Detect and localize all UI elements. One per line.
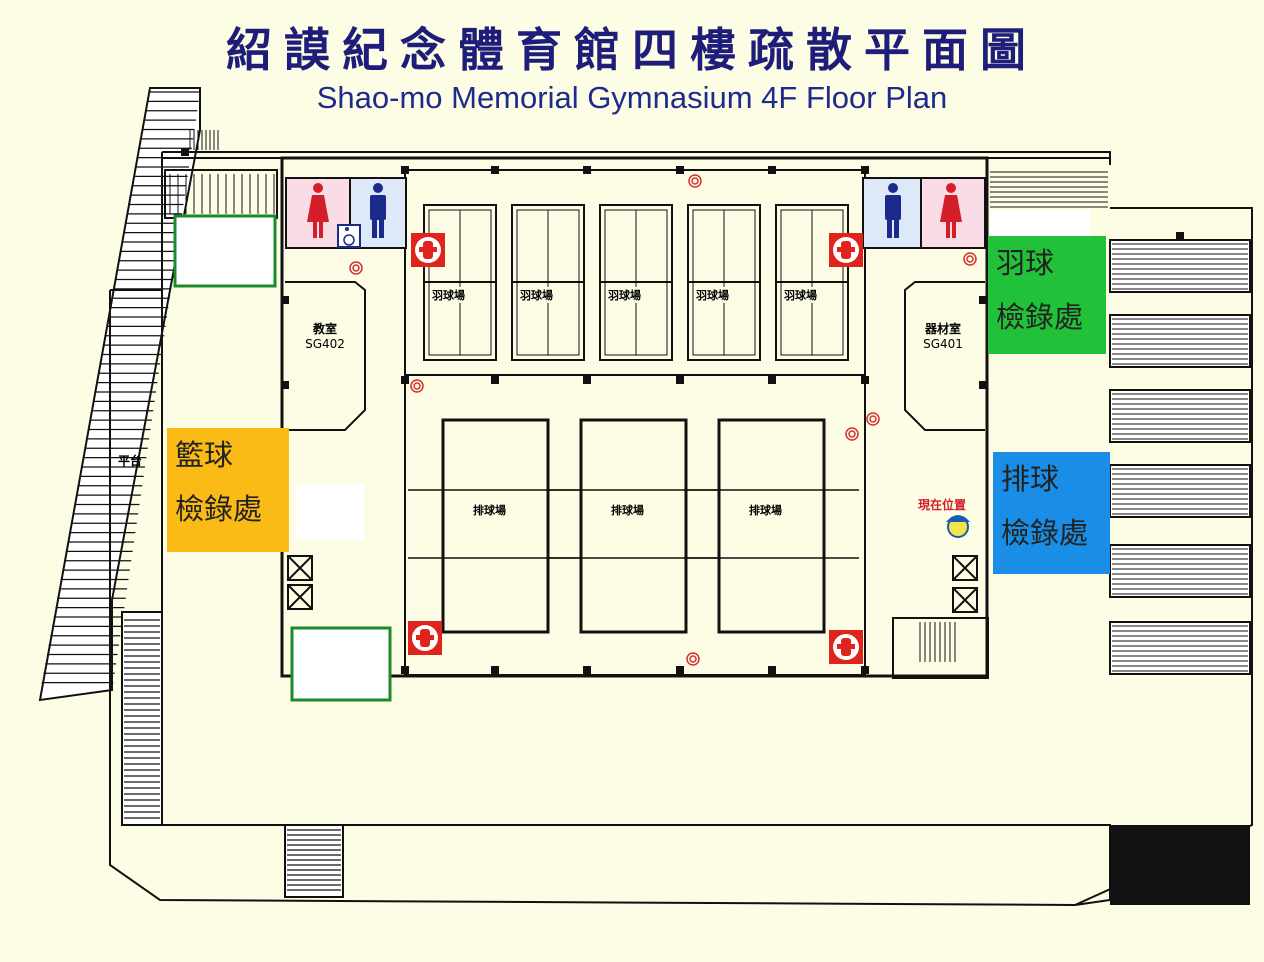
map-title-chinese: 紹謨紀念體育館四樓疏散平面圖 xyxy=(226,23,1038,77)
platform-label: 平台 xyxy=(118,454,143,468)
elevator-icon xyxy=(287,555,978,613)
volleyball-court xyxy=(717,418,826,634)
left-stair-ramp xyxy=(38,87,201,702)
map-title-english: Shao-mo Memorial Gymnasium 4F Floor Plan xyxy=(316,80,948,115)
volleyball-check-in-desk: 排球 檢錄處 xyxy=(993,452,1110,574)
fire-hydrant-icon xyxy=(408,233,863,664)
blank-panel xyxy=(296,484,364,540)
volleyball-court xyxy=(441,418,550,634)
volleyball-court-label: 排球場 xyxy=(749,504,782,517)
blank-panel xyxy=(290,626,392,702)
equipment-room-name: 器材室 xyxy=(924,322,961,336)
male-restroom-icon xyxy=(370,183,901,238)
stairwell-left-top xyxy=(164,169,278,219)
badminton-check-in-sport: 羽球 xyxy=(996,246,1055,280)
equipment-room-outline xyxy=(904,281,985,431)
volleyball-courts xyxy=(408,418,859,634)
mascot-icon xyxy=(946,515,970,538)
blank-panel xyxy=(173,214,277,288)
badminton-court-label: 羽球場 xyxy=(696,287,729,303)
building-outline xyxy=(109,151,1253,906)
you-are-here-label: 現在位置 xyxy=(918,498,967,512)
badminton-check-in-desk: 羽球 檢錄處 xyxy=(988,236,1106,354)
fire-alarm-icon xyxy=(349,174,977,666)
basketball-check-in-label: 檢錄處 xyxy=(175,492,263,526)
badminton-court-label: 羽球場 xyxy=(520,287,553,303)
female-restroom-icon xyxy=(307,183,962,238)
stairwell-right xyxy=(892,617,989,679)
volleyball-check-in-sport: 排球 xyxy=(1001,462,1060,496)
equipment-room-code: SG401 xyxy=(923,337,963,351)
restrooms-right xyxy=(862,177,986,249)
basketball-check-in-sport: 籃球 xyxy=(175,438,234,472)
classroom-code: SG402 xyxy=(305,337,345,351)
classroom-name: 教室 xyxy=(312,322,337,336)
badminton-courts xyxy=(423,204,849,361)
badminton-court-label: 羽球場 xyxy=(432,287,465,303)
right-stairs xyxy=(189,130,1251,675)
volleyball-court xyxy=(579,418,688,634)
wheelchair-icon xyxy=(337,224,361,248)
blank-panel xyxy=(990,210,1090,236)
basketball-check-in-desk: 籃球 檢錄處 xyxy=(167,428,289,552)
volleyball-court-label: 排球場 xyxy=(473,504,506,517)
inner-hall xyxy=(162,156,1110,678)
badminton-court-label: 羽球場 xyxy=(784,287,817,303)
badminton-court-label: 羽球場 xyxy=(608,287,641,303)
badminton-check-in-label: 檢錄處 xyxy=(996,300,1084,334)
volleyball-check-in-label: 檢錄處 xyxy=(1001,516,1089,550)
volleyball-court-label: 排球場 xyxy=(611,504,644,517)
classroom-outline xyxy=(285,281,366,431)
